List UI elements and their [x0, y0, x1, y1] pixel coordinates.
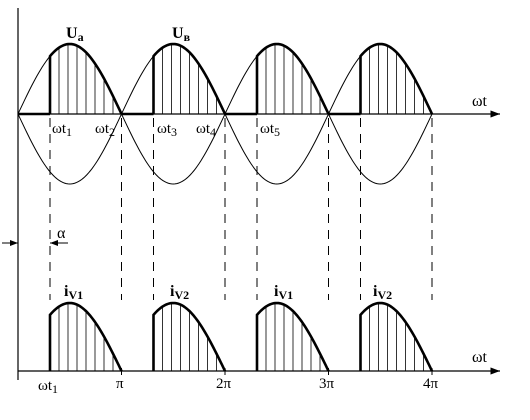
conduction-hatching [58, 44, 424, 114]
thyristor-current-plot: ωt iV1 iV2 iV1 iV2 ωt1 π 2π 3π 4π [18, 283, 500, 396]
curve-label-ub: Uв [172, 25, 191, 44]
tick-label-4pi: 4π [423, 376, 439, 392]
time-mark-wt2: ωt2 [95, 121, 115, 139]
conducting-segment-2 [152, 42, 227, 115]
voltage-waveform-plot: ωt Ua Uв ωt1 ωt2 ωt3 ωt4 ωt5 [17, 25, 500, 185]
sine-negative-hump-2 [121, 113, 226, 185]
current-pulses [48, 301, 434, 375]
sine-negative-hump-4 [328, 113, 433, 185]
curve-label-ua: Ua [66, 25, 84, 44]
sine-positive-hump-4 [328, 43, 433, 115]
pulse-label-iv2-first: iV2 [170, 283, 189, 302]
alpha-label: α [57, 225, 66, 242]
conducting-segment-3 [255, 42, 330, 115]
pulse-label-iv2-second: iV2 [373, 283, 392, 302]
time-mark-wt1: ωt1 [52, 121, 72, 139]
sine-negative-hump-3 [224, 113, 329, 185]
current-hatching [58, 303, 424, 371]
time-mark-wt3: ωt3 [157, 121, 177, 139]
current-pulse-2 [152, 301, 227, 372]
tick-label-2pi: 2π [216, 376, 232, 392]
pulse-label-iv1-first: iV1 [64, 283, 83, 302]
current-pulse-1 [48, 301, 123, 372]
sine-negative-hump-1 [17, 113, 122, 185]
time-mark-wt5: ωt5 [260, 121, 280, 139]
sine-positive-hump-3 [224, 43, 329, 115]
sine-positive-hump-2 [121, 43, 226, 115]
alpha-angle-marker: α [2, 225, 68, 246]
upper-axis-label: ωt [472, 93, 488, 110]
current-pulse-3 [255, 301, 330, 372]
pulse-label-iv1-second: iV1 [274, 283, 293, 302]
sine-positive-hump-1 [17, 43, 122, 115]
conducting-segment-4 [359, 42, 434, 115]
conducting-segment-1 [48, 42, 123, 115]
current-pulse-4 [359, 301, 434, 372]
lower-axis-label: ωt [472, 349, 488, 366]
tick-label-wt1: ωt1 [38, 378, 58, 396]
tick-label-3pi: 3π [319, 376, 335, 392]
dashed-guide-lines [49, 118, 433, 300]
rectified-output-line [18, 42, 434, 116]
tick-label-pi: π [116, 376, 124, 392]
time-mark-wt4: ωt4 [196, 121, 216, 139]
